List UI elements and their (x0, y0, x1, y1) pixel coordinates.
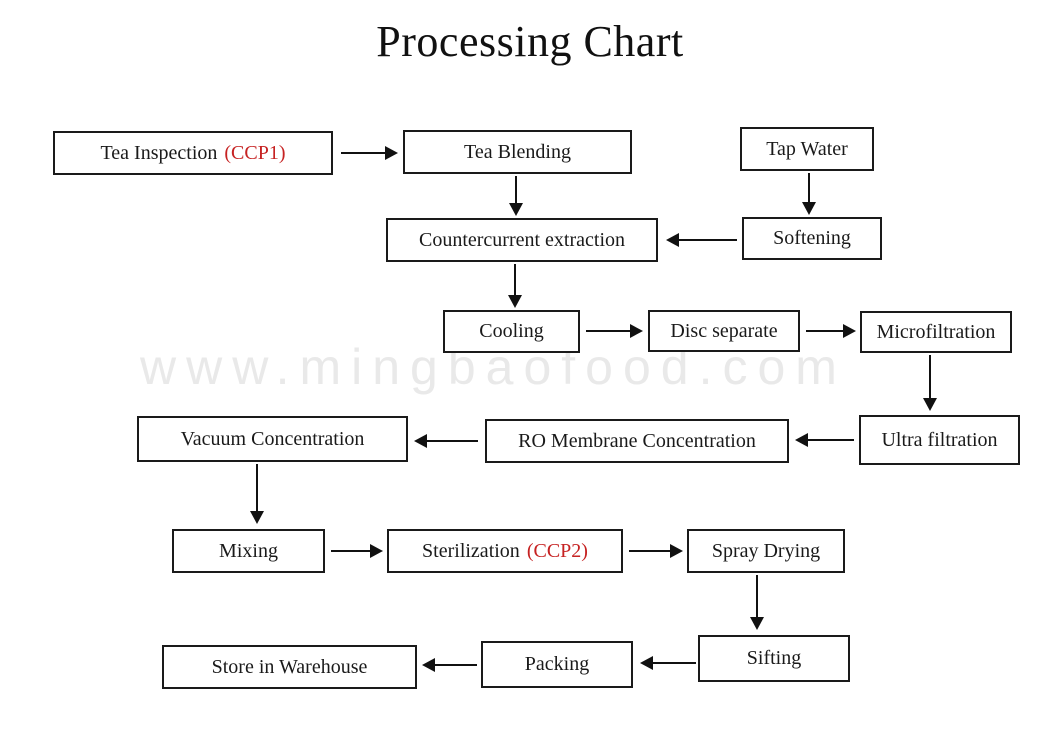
arrow-line (756, 575, 758, 619)
arrow-line (807, 439, 854, 441)
ccp-marker: (CCP1) (224, 141, 286, 164)
arrow-line (434, 664, 477, 666)
arrowhead-icon (670, 544, 683, 558)
arrow-ultra-filtration-to-ro-membrane-concentration (795, 433, 854, 447)
arrowhead-icon (509, 203, 523, 216)
flow-node-label: Disc separate (670, 319, 778, 342)
arrowhead-icon (750, 617, 764, 630)
arrow-line (515, 176, 517, 205)
flow-node-label: Tea Blending (464, 140, 571, 163)
page-title: Processing Chart (376, 17, 684, 66)
arrow-line (806, 330, 845, 332)
arrow-sifting-to-packing (640, 656, 696, 670)
arrow-softening-to-countercurrent-extraction (666, 233, 737, 247)
flow-node-cooling: Cooling (443, 310, 580, 353)
flow-node-mixing: Mixing (172, 529, 325, 573)
arrowhead-icon (385, 146, 398, 160)
flow-node-ultra-filtration: Ultra filtration (859, 415, 1020, 465)
flow-node-store-in-warehouse: Store in Warehouse (162, 645, 417, 689)
flow-node-tea-inspection: Tea Inspection (CCP1) (53, 131, 333, 175)
arrow-tea-inspection-to-tea-blending (341, 146, 398, 160)
arrow-spray-drying-to-sifting (750, 575, 764, 630)
arrowhead-icon (370, 544, 383, 558)
arrowhead-icon (630, 324, 643, 338)
flow-node-disc-separate: Disc separate (648, 310, 800, 352)
arrowhead-icon (795, 433, 808, 447)
arrow-sterilization-to-spray-drying (629, 544, 683, 558)
flow-node-vacuum-concentration: Vacuum Concentration (137, 416, 408, 462)
arrow-line (341, 152, 387, 154)
flow-node-sifting: Sifting (698, 635, 850, 682)
arrowhead-icon (250, 511, 264, 524)
arrowhead-icon (422, 658, 435, 672)
flow-node-label: Spray Drying (711, 539, 821, 562)
arrowhead-icon (802, 202, 816, 215)
flow-node-label: Vacuum Concentration (180, 427, 365, 450)
arrow-countercurrent-extraction-to-cooling (508, 264, 522, 308)
arrow-vacuum-concentration-to-mixing (250, 464, 264, 524)
arrow-line (586, 330, 632, 332)
flow-node-sterilization: Sterilization (CCP2) (387, 529, 623, 573)
arrow-tea-blending-to-countercurrent-extraction (509, 176, 523, 216)
arrowhead-icon (640, 656, 653, 670)
arrow-line (256, 464, 258, 513)
arrow-line (652, 662, 696, 664)
arrowhead-icon (666, 233, 679, 247)
flow-node-label: Countercurrent extraction (418, 228, 626, 251)
arrow-line (426, 440, 478, 442)
arrow-tap-water-to-softening (802, 173, 816, 215)
flow-node-label: Softening (773, 227, 851, 249)
flow-node-spray-drying: Spray Drying (687, 529, 845, 573)
flow-node-label: Tap Water (766, 137, 848, 160)
flow-node-microfiltration: Microfiltration (860, 311, 1012, 353)
flow-node-tea-blending: Tea Blending (403, 130, 632, 174)
ccp-marker: (CCP2) (526, 539, 588, 562)
arrow-packing-to-store-in-warehouse (422, 658, 477, 672)
flow-node-label: RO Membrane Concentration (518, 429, 756, 452)
arrow-line (678, 239, 737, 241)
flow-node-label: Tea Inspection (100, 141, 218, 164)
arrow-line (629, 550, 672, 552)
flow-node-label: Sterilization (422, 539, 520, 562)
flow-node-label: Ultra filtration (881, 428, 998, 451)
arrowhead-icon (843, 324, 856, 338)
arrow-line (514, 264, 516, 297)
arrowhead-icon (923, 398, 937, 411)
arrowhead-icon (508, 295, 522, 308)
arrowhead-icon (414, 434, 427, 448)
arrow-line (808, 173, 810, 204)
arrow-microfiltration-to-ultra-filtration (923, 355, 937, 411)
arrow-ro-membrane-concentration-to-vacuum-concentration (414, 434, 478, 448)
arrow-line (929, 355, 931, 400)
flow-node-label: Mixing (219, 539, 278, 562)
flow-node-packing: Packing (481, 641, 633, 688)
flow-node-ro-membrane-concentration: RO Membrane Concentration (485, 419, 789, 463)
flow-node-label: Sifting (746, 647, 802, 669)
flow-node-label: Packing (524, 653, 590, 675)
arrow-disc-separate-to-microfiltration (806, 324, 856, 338)
flow-node-tap-water: Tap Water (740, 127, 874, 171)
flow-node-label: Store in Warehouse (211, 655, 368, 678)
flow-node-countercurrent-extraction: Countercurrent extraction (386, 218, 658, 262)
arrow-cooling-to-disc-separate (586, 324, 643, 338)
arrow-mixing-to-sterilization (331, 544, 383, 558)
flow-node-label: Cooling (479, 320, 544, 342)
flow-node-softening: Softening (742, 217, 882, 260)
flow-node-label: Microfiltration (876, 320, 996, 343)
arrow-line (331, 550, 372, 552)
